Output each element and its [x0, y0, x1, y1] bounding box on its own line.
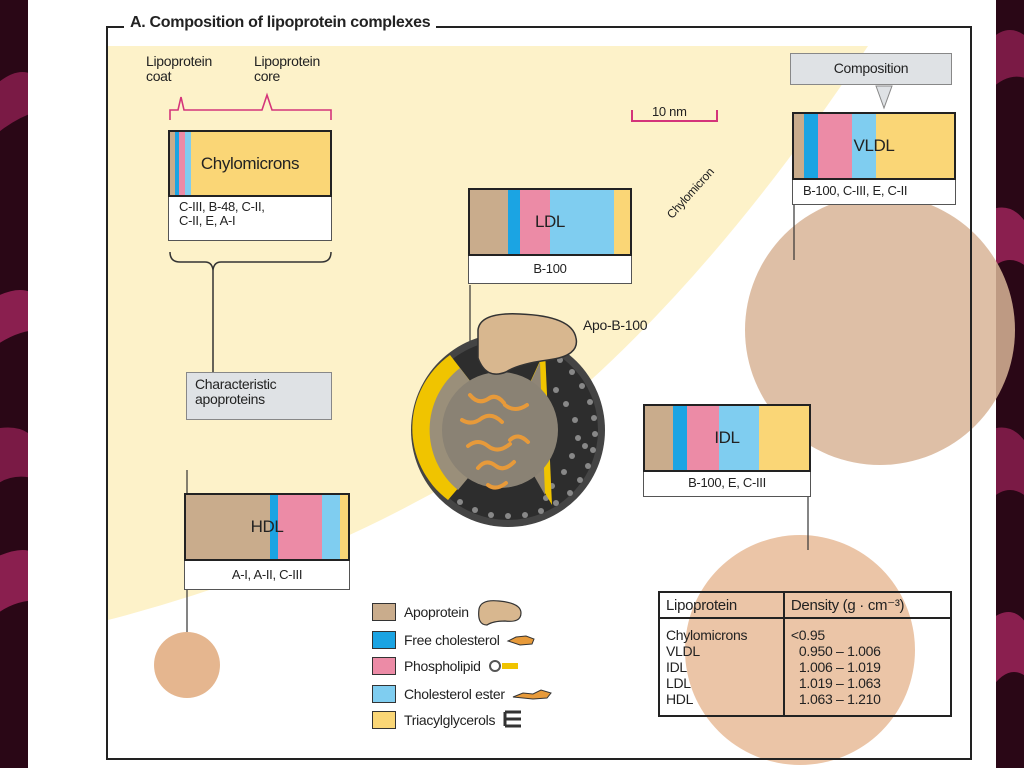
phospholipid-segment	[818, 114, 852, 178]
apoprotein-segment	[794, 114, 804, 178]
free-cholesterol-segment	[804, 114, 818, 178]
ldl-particle-illustration	[411, 313, 605, 527]
density-table: Lipoprotein Density (g · cm⁻³) Chylomicr…	[658, 591, 952, 717]
lipoprotein-cell: IDL	[666, 659, 687, 675]
coat-core-bracket	[169, 92, 332, 120]
legend-label: Cholesterol ester	[404, 686, 505, 702]
figure-frame	[106, 26, 972, 760]
free-cholesterol-segment	[508, 190, 520, 254]
ldl-apoproteins: B-100	[468, 256, 632, 284]
legend-item-triacylglycerols: Triacylglycerols	[372, 710, 527, 730]
hdl-apoproteins: A-I, A-II, C-III	[184, 561, 350, 590]
phospholipid-swatch	[372, 657, 396, 675]
density-cell: 1.063 – 1.210	[782, 691, 951, 716]
triacylglycerol-segment	[191, 132, 330, 195]
cholesterol-ester-swatch	[372, 685, 396, 703]
hdl-particle	[154, 632, 220, 698]
table-row: LDL 1.019 – 1.063	[659, 675, 951, 691]
hdl-composition-bar: HDL	[184, 493, 350, 561]
lipoprotein-coat-label: Lipoprotein coat	[146, 53, 212, 84]
column-header-lipoprotein: Lipoprotein	[659, 592, 784, 619]
free-cholesterol-segment	[175, 132, 179, 195]
phospholipid-segment	[179, 132, 185, 195]
table-row: Chylomicrons <0.95	[659, 618, 951, 643]
density-cell: 1.019 – 1.063	[782, 675, 951, 691]
figure-title: A. Composition of lipoprotein complexes	[124, 14, 437, 32]
density-cell: 1.006 – 1.019	[782, 659, 951, 675]
legend-label: Phospholipid	[404, 658, 481, 674]
column-header-density: Density (g · cm⁻³)	[782, 592, 951, 619]
legend-label: Free cholesterol	[404, 632, 500, 648]
scale-label: 10 nm	[652, 104, 687, 119]
chylomicrons-composition-bar: Chylomicrons	[168, 130, 332, 197]
triacylglycerol-segment	[614, 190, 630, 254]
phospholipid-segment	[278, 495, 322, 559]
density-cell: <0.95	[782, 618, 951, 643]
composition-callout: Composition	[790, 53, 952, 85]
legend-item-cholesterol-ester: Cholesterol ester	[372, 684, 555, 704]
characteristic-apoproteins-callout: Characteristic apoproteins	[186, 372, 332, 420]
cholesterol-ester-molecule-icon	[512, 689, 552, 700]
vldl-particle	[745, 195, 1015, 465]
vldl-label: VLDL	[853, 136, 895, 155]
legend-item-phospholipid: Phospholipid	[372, 656, 523, 676]
cholesterol-ester-segment	[852, 114, 876, 178]
vldl-apoproteins: B-100, C-III, E, C-II	[792, 180, 956, 205]
ldl-composition-bar: LDL	[468, 188, 632, 256]
apoprotein-segment	[170, 132, 175, 195]
idl-composition-bar: IDL	[643, 404, 811, 472]
cholesterol-ester-segment	[550, 190, 614, 254]
free-cholesterol-swatch	[372, 631, 396, 649]
triacylglycerol-segment	[340, 495, 348, 559]
phospholipid-segment	[687, 406, 719, 470]
legend-label: Apoprotein	[404, 604, 469, 620]
apoprotein-swatch	[372, 603, 396, 621]
scale-bar	[631, 110, 718, 122]
cholesterol-molecule-icon	[506, 635, 535, 646]
cholesterol-ester-segment	[719, 406, 759, 470]
table-header-row: Lipoprotein Density (g · cm⁻³)	[659, 592, 951, 619]
idl-apoproteins: B-100, E, C-III	[643, 472, 811, 497]
apoprotein-blob-icon	[477, 600, 522, 626]
table-row: VLDL 0.950 – 1.006	[659, 643, 951, 659]
legend-item-free-cholesterol: Free cholesterol	[372, 630, 538, 650]
table-row: IDL 1.006 – 1.019	[659, 659, 951, 675]
lipoprotein-cell: HDL	[666, 691, 694, 707]
triacylglycerol-swatch	[372, 711, 396, 729]
lipoprotein-cell: Chylomicrons	[666, 627, 748, 643]
hdl-label: HDL	[250, 517, 284, 536]
legend-label: Triacylglycerols	[404, 712, 496, 728]
apoprotein-segment	[645, 406, 673, 470]
lipoprotein-cell: LDL	[666, 675, 691, 691]
phospholipid-segment	[520, 190, 550, 254]
apo-b100-blob	[477, 313, 578, 375]
chylomicrons-label: Chylomicrons	[200, 153, 300, 173]
legend-item-apoprotein: Apoprotein	[372, 600, 527, 626]
phospholipid-molecule-icon	[488, 660, 518, 672]
chylomicrons-apoproteins: C-III, B-48, C-II, C-II, E, A-I	[168, 197, 332, 241]
triacylglycerol-molecule-icon	[503, 710, 522, 728]
idl-label: IDL	[714, 428, 740, 447]
lipoprotein-core-label: Lipoprotein core	[254, 53, 320, 84]
triacylglycerol-segment	[759, 406, 809, 470]
vldl-composition-bar: VLDL	[792, 112, 956, 180]
table-row: HDL 1.063 – 1.210	[659, 691, 951, 716]
apoprotein-segment	[186, 495, 270, 559]
ldl-label: LDL	[535, 212, 565, 231]
free-cholesterol-segment	[673, 406, 687, 470]
triacylglycerol-segment	[876, 114, 954, 178]
free-cholesterol-segment	[270, 495, 278, 559]
lipoprotein-cell: VLDL	[666, 643, 700, 659]
cholesterol-ester-segment	[322, 495, 340, 559]
apo-b100-label: Apo-B-100	[583, 317, 648, 333]
cholesterol-ester-segment	[185, 132, 191, 195]
density-cell: 0.950 – 1.006	[782, 643, 951, 659]
apoprotein-segment	[470, 190, 508, 254]
